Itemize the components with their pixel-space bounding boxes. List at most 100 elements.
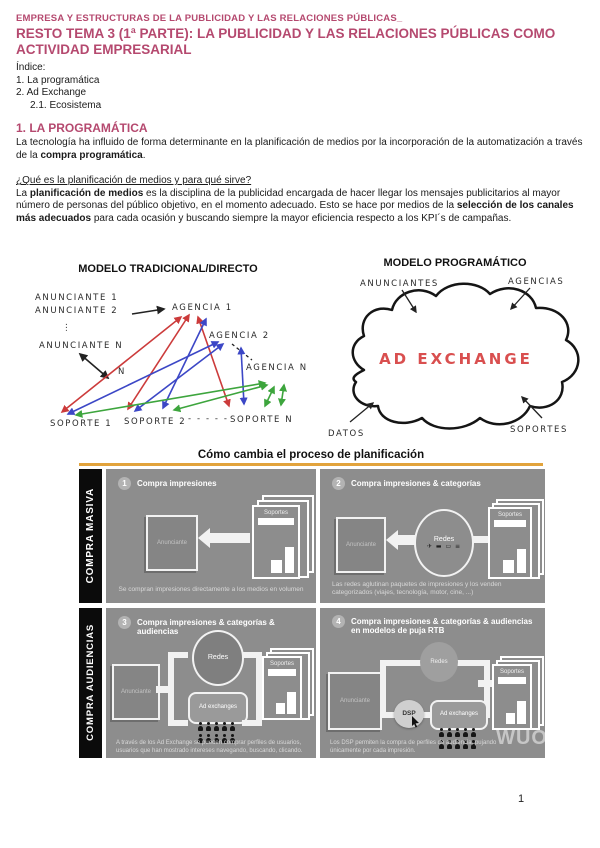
paragraph-2: La planificación de medios es la discipl… <box>16 188 588 226</box>
audience-icon <box>470 727 476 737</box>
agency-n-label: AGENCIA N <box>246 363 308 373</box>
panel-caption: Las redes aglutinan paquetes de impresio… <box>332 580 502 596</box>
red-links <box>60 313 231 413</box>
doc-column <box>287 691 296 714</box>
panel-4: 4 Compra impresiones & categorías & audi… <box>320 607 545 758</box>
paragraph-1: La tecnología ha influido de forma deter… <box>16 137 588 162</box>
doc-bar <box>258 517 294 525</box>
network-label: Redes <box>433 535 455 543</box>
index-label: Índice: <box>16 62 46 73</box>
audience-icon <box>229 721 235 731</box>
publisher-label: Soportes <box>499 668 524 675</box>
panel-title: Compra impresiones & categorías & audien… <box>137 617 275 637</box>
ad-exchange-node: Ad exchanges <box>430 699 488 730</box>
support-n-label: SOPORTE N <box>230 415 293 425</box>
agency-2-label: AGENCIA 2 <box>209 331 270 341</box>
sketch-traditional-model: MODELO TRADICIONAL/DIRECTO ANUNCIANTE 1 … <box>35 263 308 429</box>
text-run: es la disciplina de la publicidad encarg… <box>16 187 561 212</box>
audience-icon <box>221 721 227 731</box>
audience-icon <box>454 739 460 749</box>
data-label: DATOS <box>328 429 365 439</box>
audience-icons <box>425 726 489 750</box>
audience-icon <box>438 727 444 737</box>
text-run: La tecnología ha influido de forma deter… <box>16 137 583 161</box>
publisher-doc: Soportes <box>252 504 300 579</box>
agency-1-label: AGENCIA 1 <box>172 303 233 313</box>
text-run-bold: selección de los canales más adecuados <box>16 200 574 224</box>
audience-icon <box>462 739 468 749</box>
panel-2: 2 Compra impresiones & categorías Anunci… <box>320 468 545 603</box>
sketch-title: MODELO TRADICIONAL/DIRECTO <box>78 263 258 275</box>
network-label: Redes <box>207 654 229 661</box>
audience-icon <box>197 721 203 731</box>
header: EMPRESA Y ESTRUCTURAS DE LA PUBLICIDAD Y… <box>16 13 591 112</box>
index-block: Índice: 1. La programática 2. Ad Exchang… <box>16 62 591 112</box>
panel-3: 3 Compra impresiones & categorías & audi… <box>106 607 316 758</box>
publisher-stack: Soportes <box>252 494 314 579</box>
connector <box>256 685 264 693</box>
section-heading: 1. LA PROGRAMÁTICA <box>16 121 148 135</box>
support-1-label: SOPORTE 1 <box>50 419 112 429</box>
step-badge: 2 <box>332 476 345 490</box>
panel-caption: A través de los Ad Exchange se pueden co… <box>116 739 303 754</box>
chart-grid: COMPRA MASIVA 1 Compra impresiones Anunc… <box>79 468 545 758</box>
doc-column <box>285 546 294 573</box>
text-run: . <box>142 149 146 161</box>
panel-title: Compra impresiones & categorías <box>351 478 481 488</box>
index-item-2: 2. Ad Exchange <box>16 87 87 98</box>
chart-title: Cómo cambia el proceso de planificación <box>197 449 425 461</box>
panel-caption: Se compran impresiones directamente a lo… <box>118 585 304 593</box>
connector <box>156 685 168 693</box>
advertiser-node: Anunciante <box>112 663 160 720</box>
advertiser-node: Anunciante <box>328 671 382 730</box>
text-run: para cada ocasión y buscando siempre la … <box>91 212 512 224</box>
row-label-compra-audiencias: COMPRA AUDIENCIAS <box>79 607 102 758</box>
support-dashes: - - - - - <box>188 414 229 424</box>
left-arrow-icon <box>198 527 250 548</box>
doc-bar <box>498 676 526 684</box>
audience-icon <box>446 727 452 737</box>
publisher-stack: Soportes <box>492 655 544 730</box>
audience-icon <box>446 739 452 749</box>
split-connector <box>168 651 188 726</box>
audience-icon <box>197 733 203 743</box>
left-arrow-icon <box>386 529 416 550</box>
agencies-label: AGENCIAS <box>508 277 564 287</box>
doc-square <box>276 702 285 714</box>
audience-icon <box>213 733 219 743</box>
network-node: Redes <box>192 629 244 686</box>
advertiser-n-label: ANUNCIANTE N <box>39 341 123 351</box>
page-title: RESTO TEMA 3 (1ª PARTE): LA PUBLICIDAD Y… <box>16 26 556 57</box>
connector <box>470 535 490 543</box>
connector <box>478 679 492 687</box>
ad-exchange-label: AD EXCHANGE <box>379 350 533 368</box>
audience-icon <box>470 739 476 749</box>
text-run-bold: compra programática <box>40 149 143 161</box>
audience-icon <box>213 721 219 731</box>
audience-icon <box>462 727 468 737</box>
panel-title: Compra impresiones <box>137 478 217 488</box>
publisher-label: Soportes <box>263 509 288 516</box>
row-label-compra-masiva: COMPRA MASIVA <box>79 468 102 603</box>
support-2-label: SOPORTE 2 <box>124 417 186 427</box>
doc-bar <box>494 519 526 527</box>
text-run-bold: planificación de medios <box>29 187 144 199</box>
publisher-doc: Soportes <box>262 655 302 720</box>
category-icons: ✈ ▬ ▭ ≡ <box>426 542 462 550</box>
audience-icon <box>221 733 227 743</box>
advertiser-2-label: ANUNCIANTE 2 <box>35 306 118 316</box>
planning-chart: Cómo cambia el proceso de planificación … <box>79 449 545 758</box>
supports-label: SOPORTES <box>510 425 568 435</box>
panel-title: Compra impresiones & categorías & audien… <box>351 616 533 636</box>
double-arrow <box>78 352 110 380</box>
index-item-2-1: 2.1. Ecosistema <box>30 99 102 111</box>
publisher-label: Soportes <box>269 660 294 667</box>
doc-column <box>517 548 526 573</box>
text-run: La <box>16 187 30 199</box>
publisher-doc: Soportes <box>492 663 532 730</box>
audience-icon <box>229 733 235 743</box>
publisher-doc: Soportes <box>488 506 532 579</box>
dsp-label: DSP <box>402 710 416 717</box>
advertisers-label: ANUNCIANTES <box>360 279 439 289</box>
doc-bar <box>268 668 296 676</box>
